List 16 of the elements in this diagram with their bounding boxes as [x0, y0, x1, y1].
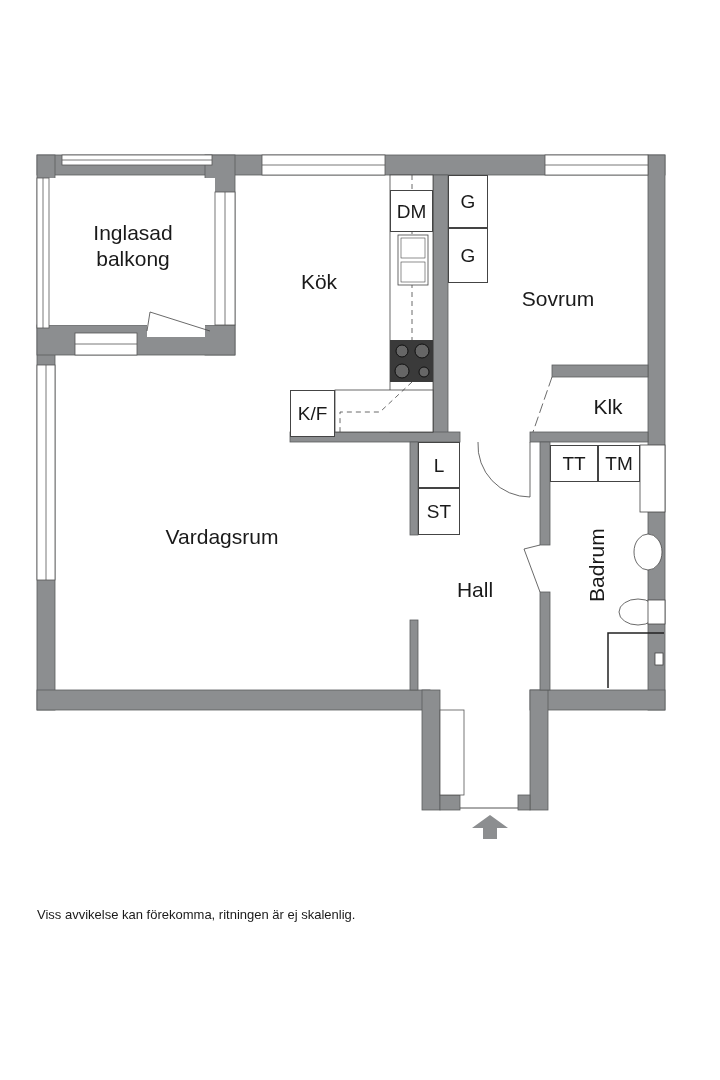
- room-label: Vardagsrum: [164, 524, 280, 550]
- room-label: Inglasad balkong: [92, 220, 174, 273]
- room-label: Kök: [299, 269, 339, 295]
- fixture-box: TM: [598, 445, 640, 482]
- caption: Viss avvikelse kan förekomma, ritningen är ej skalenlig.: [37, 906, 356, 924]
- fixture-box: DM: [390, 190, 433, 232]
- fixture-box: K/F: [290, 390, 335, 437]
- fixture-box: L: [418, 442, 460, 488]
- fixture-box: ST: [418, 488, 460, 535]
- fixture-box: G: [448, 175, 488, 228]
- room-label: Hall: [455, 577, 495, 603]
- room-label: Sovrum: [520, 286, 596, 312]
- room-label: Klk: [592, 394, 624, 420]
- fixture-box: G: [448, 228, 488, 283]
- room-label: Badrum: [583, 527, 609, 604]
- fixture-box: TT: [550, 445, 598, 482]
